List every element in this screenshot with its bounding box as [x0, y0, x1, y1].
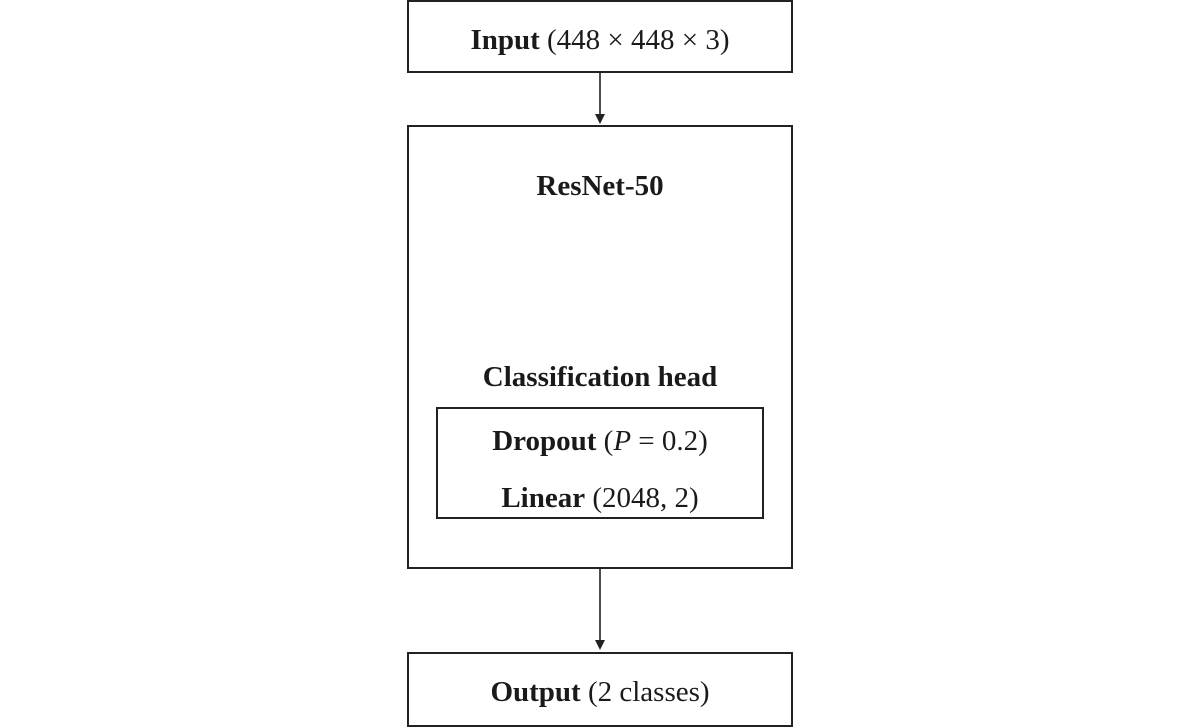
linear-name: Linear — [501, 482, 586, 514]
input-name: Input — [470, 24, 540, 56]
classification-head-node: Dropout (P = 0.2) Linear (2048, 2) — [436, 407, 764, 519]
output-name: Output — [490, 676, 581, 708]
classification-head-title: Classification head — [482, 361, 718, 393]
linear-label: Linear (2048, 2) — [438, 484, 762, 513]
input-label: Input (448 × 448 × 3) — [409, 26, 791, 55]
dropout-param: P — [613, 425, 632, 457]
dropout-label: Dropout (P = 0.2) — [438, 427, 762, 456]
dropout-rest: = 0.2) — [631, 425, 708, 457]
input-node: Input (448 × 448 × 3) — [407, 0, 793, 73]
output-node: Output (2 classes) — [407, 652, 793, 727]
arrow-resnet-to-output — [595, 569, 605, 650]
output-label: Output (2 classes) — [409, 678, 791, 707]
arrow-input-to-resnet — [595, 73, 605, 124]
output-detail: (2 classes) — [587, 676, 710, 708]
dropout-name: Dropout — [492, 425, 597, 457]
dropout-open: ( — [603, 425, 614, 457]
input-detail: (448 × 448 × 3) — [547, 24, 730, 56]
resnet-title: ResNet-50 — [536, 170, 664, 202]
linear-detail: (2048, 2) — [592, 482, 699, 514]
